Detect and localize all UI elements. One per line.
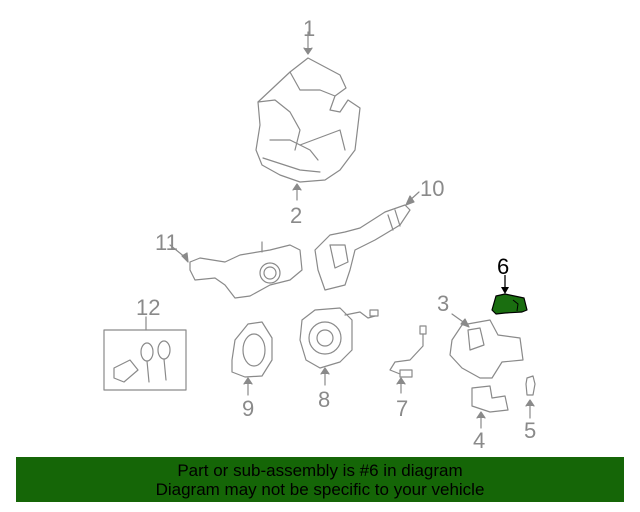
highlighted-part-6[interactable] (491, 275, 528, 315)
callout-12: 12 (136, 295, 161, 320)
banner-line-disclaimer: Diagram may not be specific to your vehi… (155, 480, 485, 499)
clock-spring-part[interactable] (299, 307, 379, 386)
wire-harness-part[interactable] (389, 325, 427, 394)
wiper-switch-part[interactable] (314, 191, 420, 291)
callout-10: 10 (420, 176, 445, 201)
bulb-part[interactable] (525, 375, 536, 419)
callout-8: 8 (318, 387, 331, 412)
key-set-part[interactable] (103, 316, 187, 391)
callout-9: 9 (242, 396, 255, 421)
column-cover-part[interactable] (255, 31, 361, 201)
callout-2: 2 (290, 203, 303, 228)
turn-signal-switch-part[interactable] (169, 241, 303, 299)
switch-connector-part[interactable] (471, 385, 509, 429)
banner-line-part-info: Part or sub-assembly is #6 in diagram (177, 461, 463, 480)
callout-6: 6 (497, 254, 510, 279)
ignition-housing-part[interactable] (449, 313, 524, 379)
callout-1: 1 (303, 16, 316, 41)
info-banner: Part or sub-assembly is #6 in diagram Di… (16, 457, 624, 502)
callout-7: 7 (396, 396, 409, 421)
callout-11: 11 (155, 230, 178, 255)
spiral-cable-part[interactable] (231, 321, 273, 396)
callout-3: 3 (437, 291, 450, 316)
callout-5: 5 (524, 418, 537, 443)
callout-4: 4 (473, 428, 486, 453)
